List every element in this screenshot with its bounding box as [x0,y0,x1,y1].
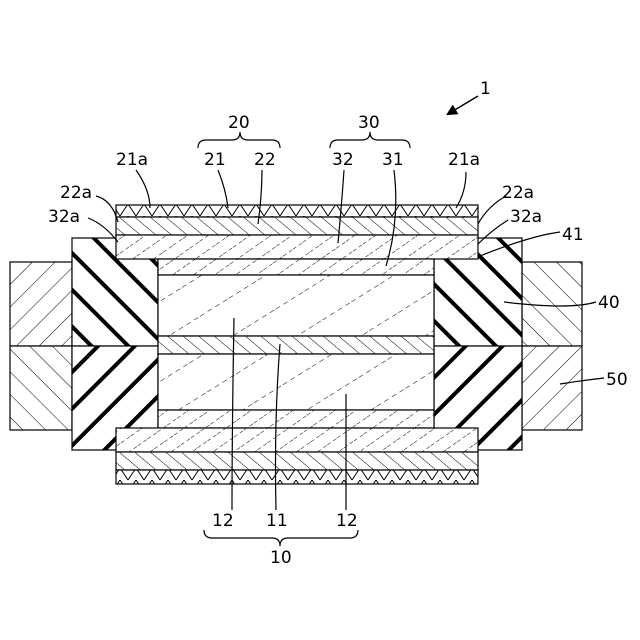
label-21a-left: 21a [116,150,148,170]
label-41: 41 [562,225,584,245]
layer-31 [158,259,434,275]
label-22a-left: 22a [60,183,92,203]
layer-22 [116,217,478,235]
label-21: 21 [204,150,226,170]
label-22a-right: 22a [502,183,534,203]
label-32: 32 [332,150,354,170]
label-group-30: 30 [358,113,380,133]
layer-21 [116,205,478,217]
label-32a-left: 32a [48,207,80,227]
label-32a-right: 32a [510,207,542,227]
label-40: 40 [598,293,620,313]
separator-11 [158,336,434,354]
label-31: 31 [382,150,404,170]
label-assembly: 1 [480,79,491,99]
label-12-left: 12 [212,511,234,531]
bottom-layer-stack [116,410,478,484]
label-group-20: 20 [228,113,250,133]
label-11: 11 [266,511,288,531]
electrode-12-upper [158,275,434,336]
label-22: 22 [254,150,276,170]
layer-32 [116,235,478,259]
label-group-10: 10 [270,548,292,568]
label-12-right: 12 [336,511,358,531]
top-layer-stack [116,205,478,275]
core-10 [158,275,434,410]
electrode-12-lower [158,354,434,410]
label-50: 50 [606,370,628,390]
label-21a-right: 21a [448,150,480,170]
